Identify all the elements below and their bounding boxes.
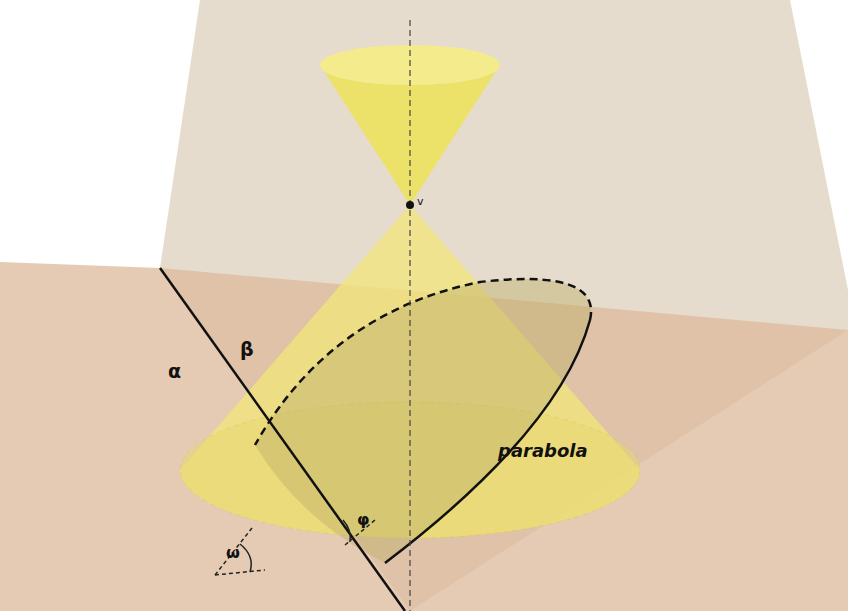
plane-label: α [168,362,181,381]
cone-axis [409,20,410,611]
vertex-label: v [417,196,424,207]
plane-alpha [0,262,848,611]
plane-intersection [160,268,405,611]
omega-leg [215,528,252,575]
phi-arc [343,520,350,542]
curve-label: parabola [498,442,588,460]
plane-label: β [240,340,254,359]
parabola-hidden [255,279,591,445]
parabola-curve [385,320,590,563]
vertex-dot [406,201,414,209]
angle-label: ω [226,545,240,561]
parabola-section [255,279,591,563]
omega-arc [240,544,251,572]
angle-label: φ [357,512,370,528]
omega-leg [215,570,265,575]
